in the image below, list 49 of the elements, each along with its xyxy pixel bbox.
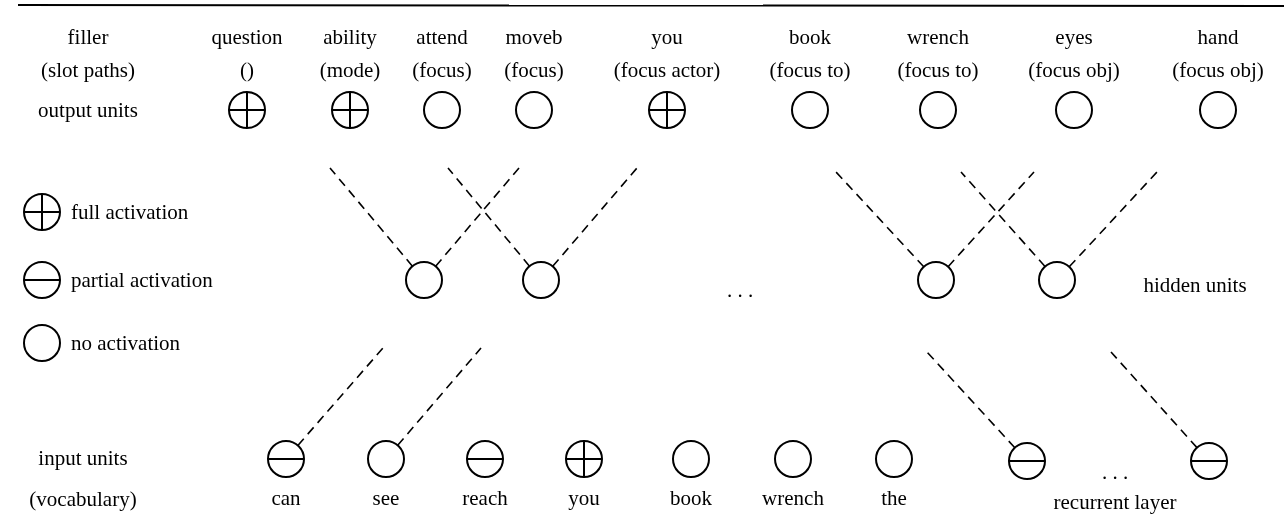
unit-label: the: [881, 487, 907, 509]
unit-label: (): [240, 59, 254, 81]
dashed-connection: [1110, 351, 1198, 449]
unit-label: (focus): [412, 59, 472, 81]
unit-label: you: [568, 487, 600, 509]
unit-label: book: [670, 487, 712, 509]
row-heading: input units: [38, 447, 128, 469]
column-heading: filler: [67, 26, 109, 48]
unit-label: (focus actor): [613, 59, 721, 81]
dashed-connection: [1068, 171, 1158, 268]
dashed-connection: [396, 347, 482, 447]
unit-label: (focus): [504, 59, 564, 81]
unit-label: book: [789, 26, 831, 48]
unit-label: reach: [462, 487, 508, 509]
dashed-connection: [960, 171, 1046, 268]
ellipsis: . . .: [726, 279, 754, 301]
unit-label: you: [651, 26, 683, 48]
unit-label: (focus to): [897, 59, 979, 81]
ellipsis: . . .: [1101, 461, 1129, 483]
dashed-connection: [835, 171, 925, 268]
unit-label: hand: [1197, 26, 1239, 48]
row-heading: output units: [38, 99, 138, 121]
unit-label: question: [211, 26, 283, 48]
dashed-connection: [947, 171, 1035, 268]
dashed-connection: [434, 167, 520, 268]
dashed-connection: [926, 351, 1016, 449]
legend-text: full activation: [71, 201, 189, 223]
unit-label: see: [372, 487, 400, 509]
dashed-connection: [447, 167, 531, 267]
column-heading: (slot paths): [41, 59, 135, 81]
unit-label: wrench: [907, 26, 969, 48]
unit-label: (focus obj): [1028, 59, 1120, 81]
row-heading: (vocabulary): [29, 488, 137, 510]
unit-label: (focus to): [769, 59, 851, 81]
unit-label: moveb: [505, 26, 563, 48]
unit-label: can: [271, 487, 301, 509]
row-heading: hidden units: [1143, 274, 1247, 296]
legend-text: partial activation: [71, 269, 213, 291]
dashed-connection: [551, 167, 638, 268]
unit-label: attend: [416, 26, 468, 48]
group-label: recurrent layer: [1053, 491, 1177, 513]
unit-label: (mode): [319, 59, 381, 81]
unit-label: wrench: [762, 487, 824, 509]
unit-label: ability: [323, 26, 377, 48]
dashed-connection: [329, 167, 414, 267]
unit-label: (focus obj): [1172, 59, 1264, 81]
unit-label: eyes: [1055, 26, 1093, 48]
legend-text: no activation: [71, 332, 181, 354]
dashed-connection: [297, 347, 384, 447]
